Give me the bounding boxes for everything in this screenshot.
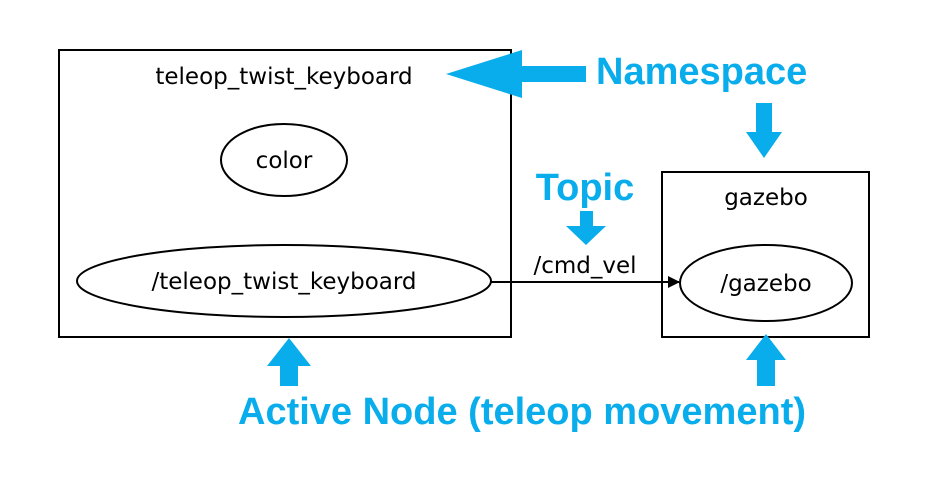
node-color-ellipse	[220, 123, 348, 197]
active-node-annotation: Active Node (teleop movement)	[238, 391, 806, 433]
active-node-up-arrow-left-icon	[267, 338, 311, 386]
topic-down-arrow-icon	[566, 211, 606, 245]
cluster-gazebo-label: gazebo	[724, 185, 808, 211]
cluster-gazebo: gazebo	[661, 171, 870, 338]
node-gazebo[interactable]: /gazebo	[679, 244, 853, 322]
active-node-up-arrow-right-icon	[746, 334, 786, 386]
edge-cmd-vel[interactable]: /cmd_vel	[491, 253, 680, 288]
cluster-teleop-box	[58, 49, 512, 338]
node-gazebo-ellipse	[679, 244, 853, 322]
namespace-down-arrow-icon	[746, 103, 782, 158]
topic-annotation: Topic	[536, 167, 635, 209]
namespace-left-arrow-icon	[446, 50, 586, 98]
node-gazebo-label: /gazebo	[720, 271, 811, 297]
node-color[interactable]: color	[220, 123, 348, 197]
annotation-arrows	[267, 50, 786, 386]
node-color-label: color	[256, 148, 313, 174]
node-teleop-twist-keyboard[interactable]: /teleop_twist_keyboard	[76, 244, 492, 318]
namespace-annotation: Namespace	[596, 51, 807, 93]
cluster-teleop-twist-keyboard: teleop_twist_keyboard	[58, 49, 512, 338]
node-teleop-label: /teleop_twist_keyboard	[151, 269, 416, 295]
edge-cmd-vel-label: /cmd_vel	[533, 253, 636, 279]
cluster-teleop-label: teleop_twist_keyboard	[155, 64, 412, 90]
